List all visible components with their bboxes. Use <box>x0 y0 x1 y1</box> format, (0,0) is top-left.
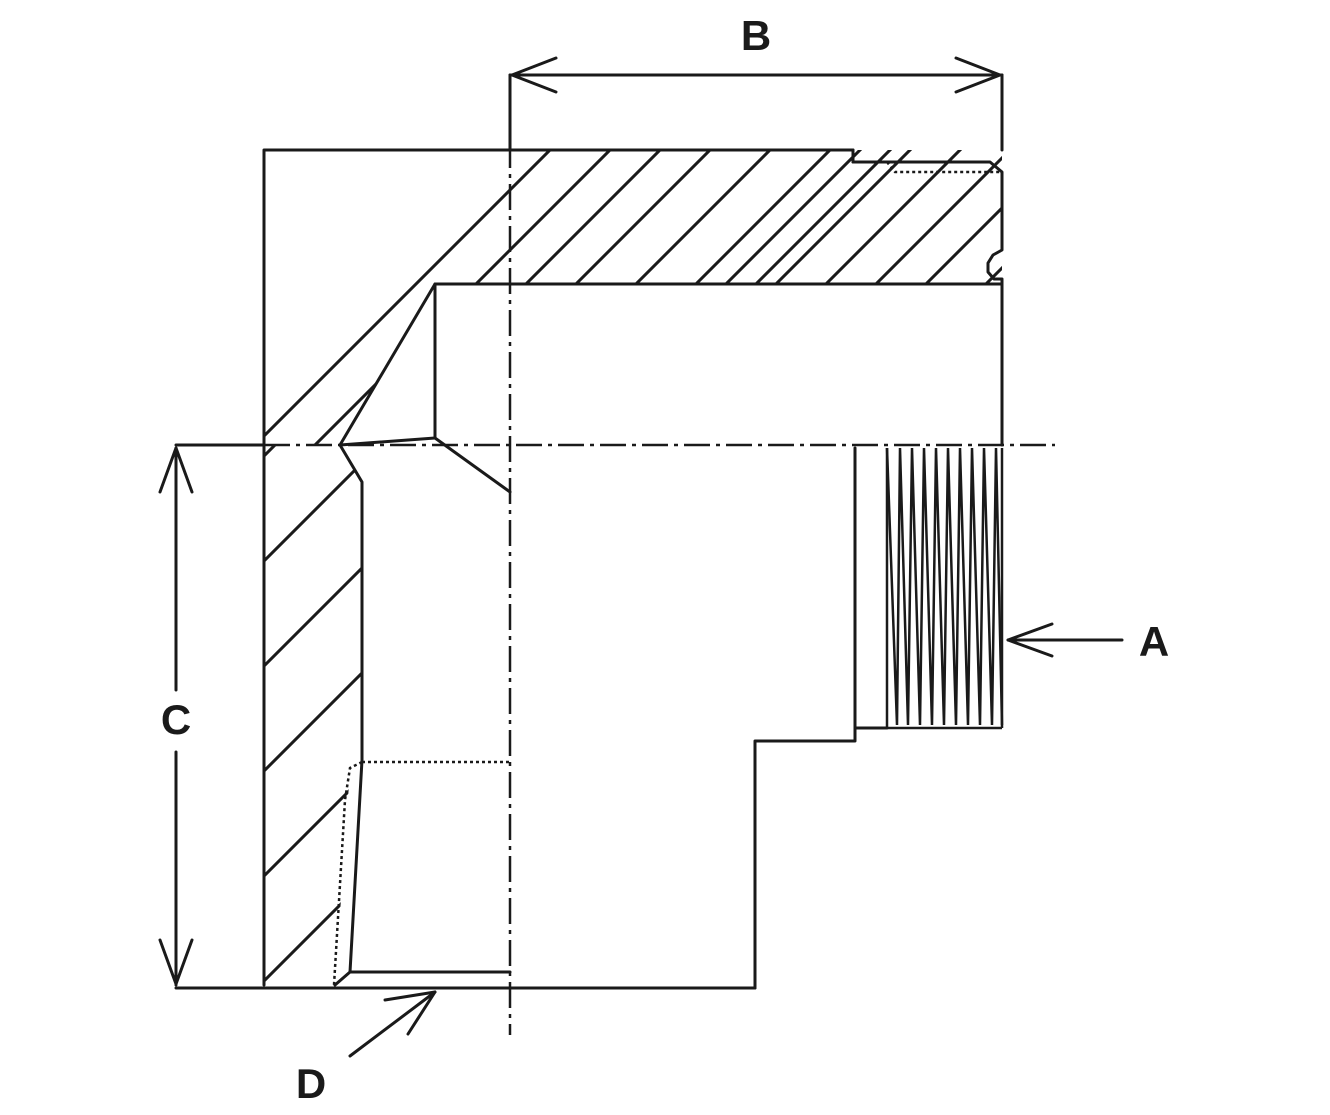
leader-d <box>348 990 437 1058</box>
dimension-c <box>158 443 266 990</box>
section-hatch-lower <box>264 445 362 985</box>
inner-bore-outline <box>333 282 1004 987</box>
male-thread <box>885 447 1004 730</box>
label-a: A <box>1139 618 1169 665</box>
label-d: D <box>296 1060 326 1107</box>
dimension-b <box>508 56 1004 152</box>
leader-a <box>1006 622 1124 658</box>
label-c: C <box>161 696 191 743</box>
label-b: B <box>741 12 771 59</box>
centre-lines <box>264 100 1055 1035</box>
hidden-lines <box>332 161 1002 986</box>
